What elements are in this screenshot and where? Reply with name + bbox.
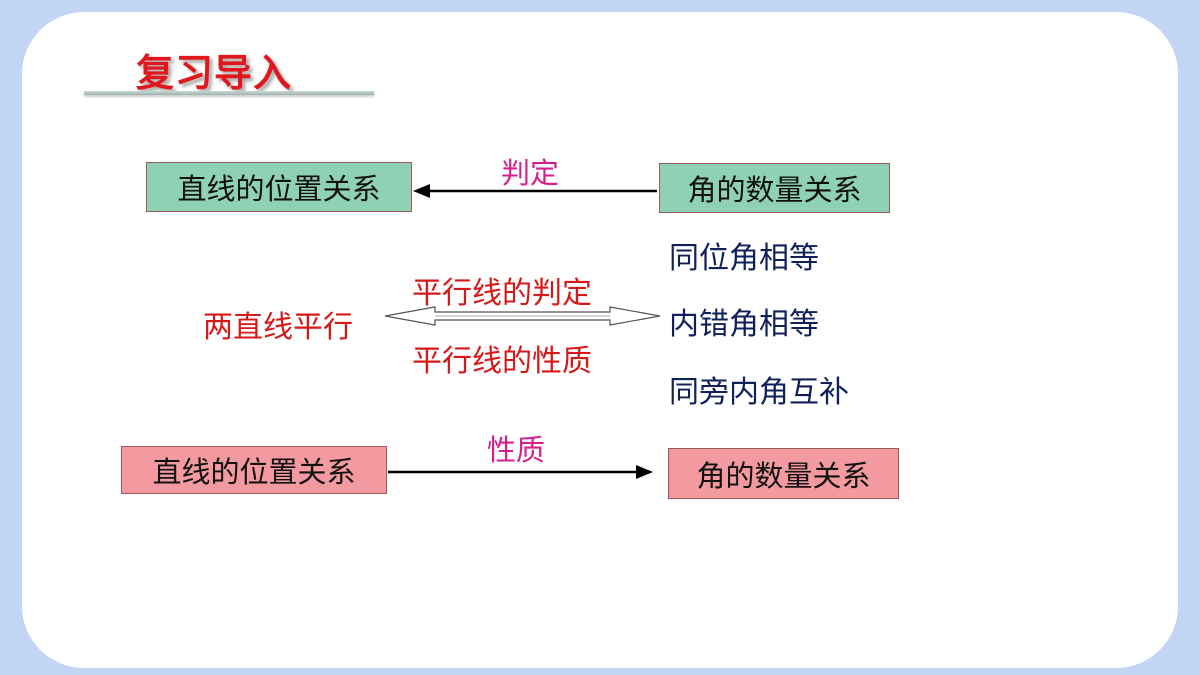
condition-interior-angles: 同旁内角互补 <box>669 375 849 410</box>
top-arrow <box>413 184 657 198</box>
bottom-right-box: 角的数量关系 <box>668 448 899 499</box>
top-arrow-label: 判定 <box>501 156 560 190</box>
bottom-arrow <box>388 465 653 479</box>
top-right-box: 角的数量关系 <box>659 163 890 213</box>
condition-alternate-angles: 内错角相等 <box>669 307 819 342</box>
slide-title: 复习导入 <box>136 51 293 95</box>
top-left-box: 直线的位置关系 <box>146 162 412 212</box>
title-underline <box>84 91 374 95</box>
condition-corresponding-angles: 同位角相等 <box>669 241 819 276</box>
double-hollow-arrow <box>384 306 661 326</box>
middle-arrow-label-top: 平行线的判定 <box>412 276 592 311</box>
bottom-arrow-label: 性质 <box>487 433 546 467</box>
bottom-left-box: 直线的位置关系 <box>121 446 387 494</box>
middle-left-label: 两直线平行 <box>203 310 353 345</box>
slide-frame <box>22 12 1178 668</box>
middle-arrow-label-bottom: 平行线的性质 <box>412 344 592 379</box>
